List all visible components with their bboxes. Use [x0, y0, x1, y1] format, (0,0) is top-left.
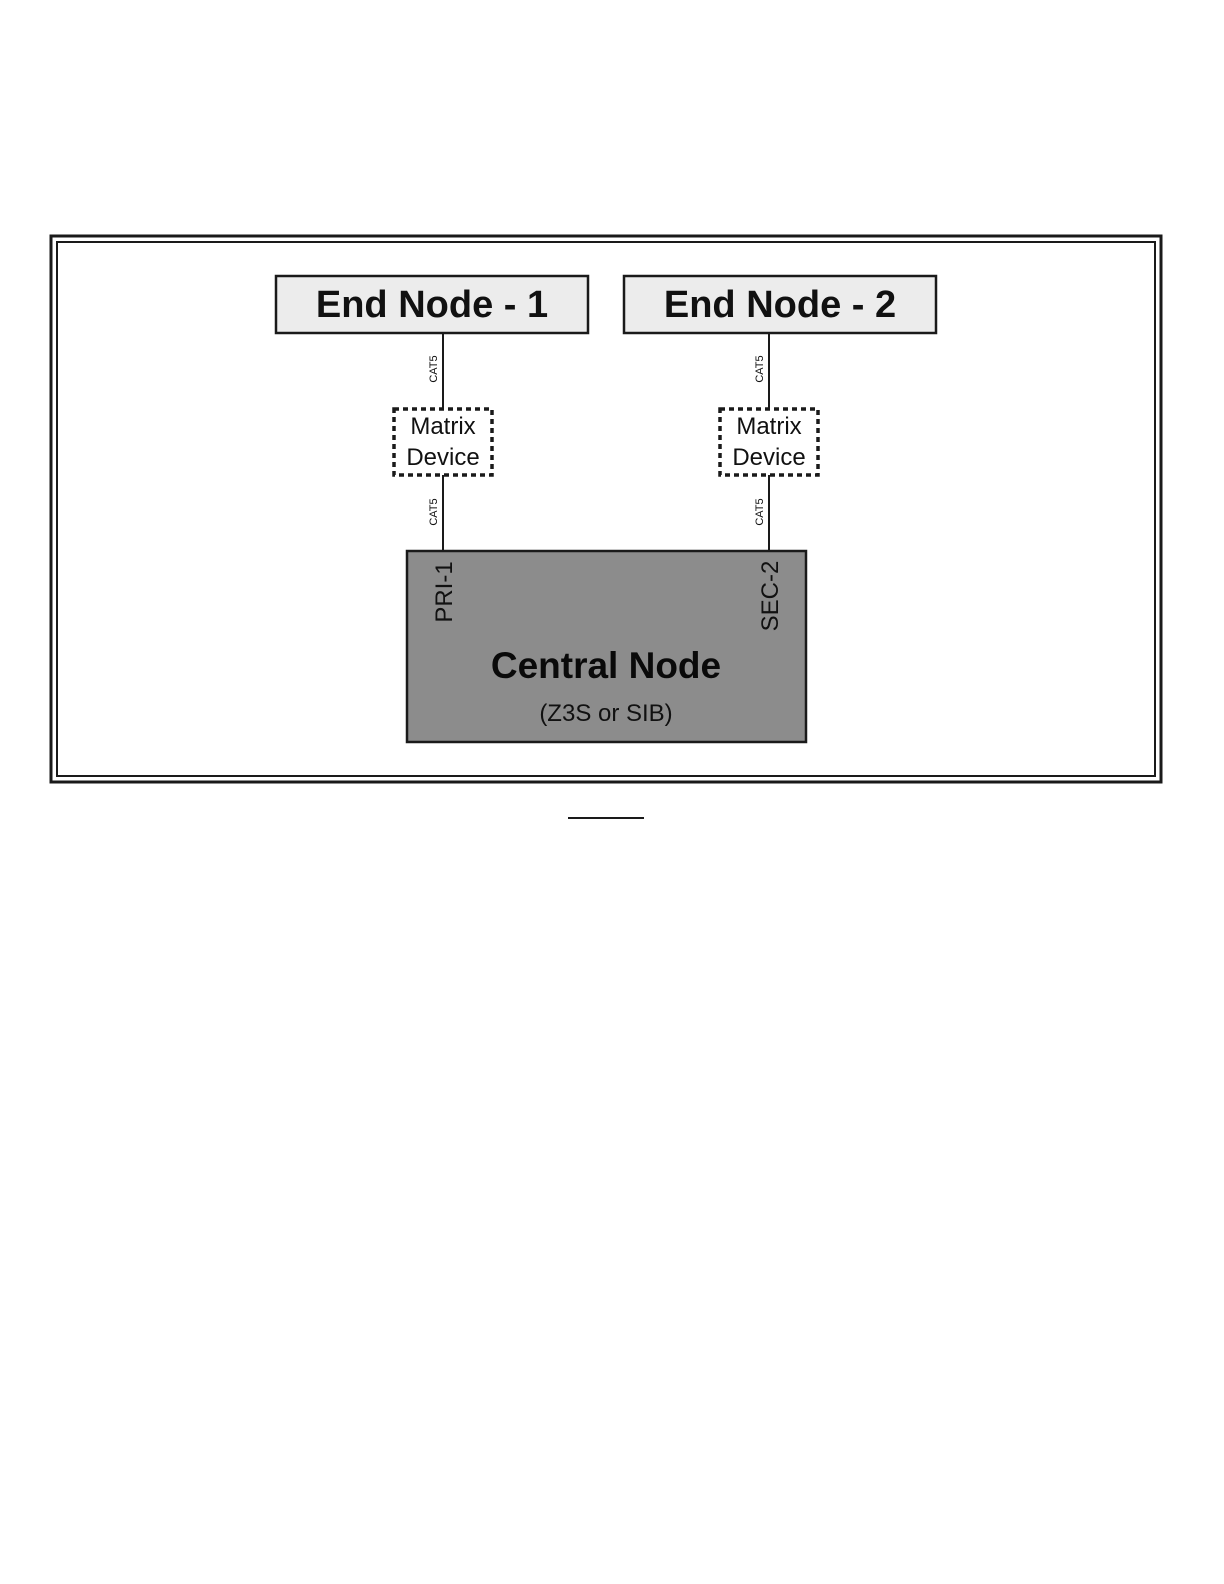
- matrix-device-1-line1: Matrix: [410, 413, 475, 440]
- end-node-2-label: End Node - 2: [664, 284, 896, 326]
- central-node-title: Central Node: [491, 645, 721, 686]
- cable-label-lower-right: CAT5: [754, 498, 766, 525]
- port-secondary-label: SEC-2: [757, 561, 784, 632]
- cable-label-upper-right: CAT5: [754, 355, 766, 382]
- matrix-device-2-line2: Device: [732, 444, 805, 471]
- central-node: PRI-1 SEC-2 Central Node (Z3S or SIB): [407, 551, 806, 742]
- matrix-device-1: Matrix Device: [394, 409, 492, 475]
- end-node-1: End Node - 1: [276, 276, 588, 333]
- matrix-device-1-line2: Device: [406, 444, 479, 471]
- cable-label-lower-left: CAT5: [428, 498, 440, 525]
- port-primary-label: PRI-1: [431, 561, 458, 622]
- matrix-device-2-line1: Matrix: [736, 413, 801, 440]
- matrix-device-2: Matrix Device: [720, 409, 818, 475]
- central-node-subtitle: (Z3S or SIB): [539, 700, 672, 727]
- end-node-1-label: End Node - 1: [316, 284, 548, 326]
- cable-label-upper-left: CAT5: [428, 355, 440, 382]
- end-node-2: End Node - 2: [624, 276, 936, 333]
